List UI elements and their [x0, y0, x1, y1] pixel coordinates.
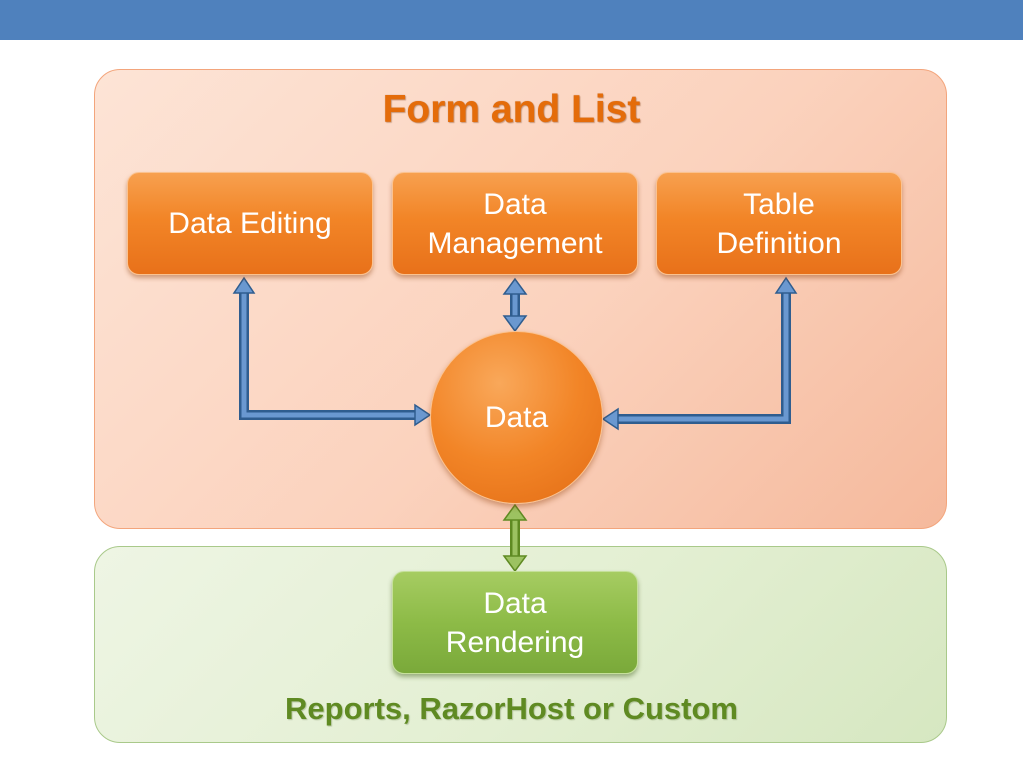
data-rendering-node: Data Rendering [392, 571, 638, 674]
header-bar [0, 0, 1023, 40]
data-management-node: Data Management [392, 172, 638, 275]
form-and-list-title: Form and List [382, 88, 641, 131]
connector-data-management [502, 277, 528, 333]
connector-data-editing [232, 276, 432, 427]
data-node: Data [430, 331, 603, 504]
rendering-group-title: Reports, RazorHost or Custom [285, 691, 738, 726]
connector-data-rendering [502, 503, 528, 573]
table-definition-node: Table Definition [656, 172, 902, 275]
connector-table-definition [601, 276, 798, 431]
data-editing-node: Data Editing [127, 172, 373, 275]
